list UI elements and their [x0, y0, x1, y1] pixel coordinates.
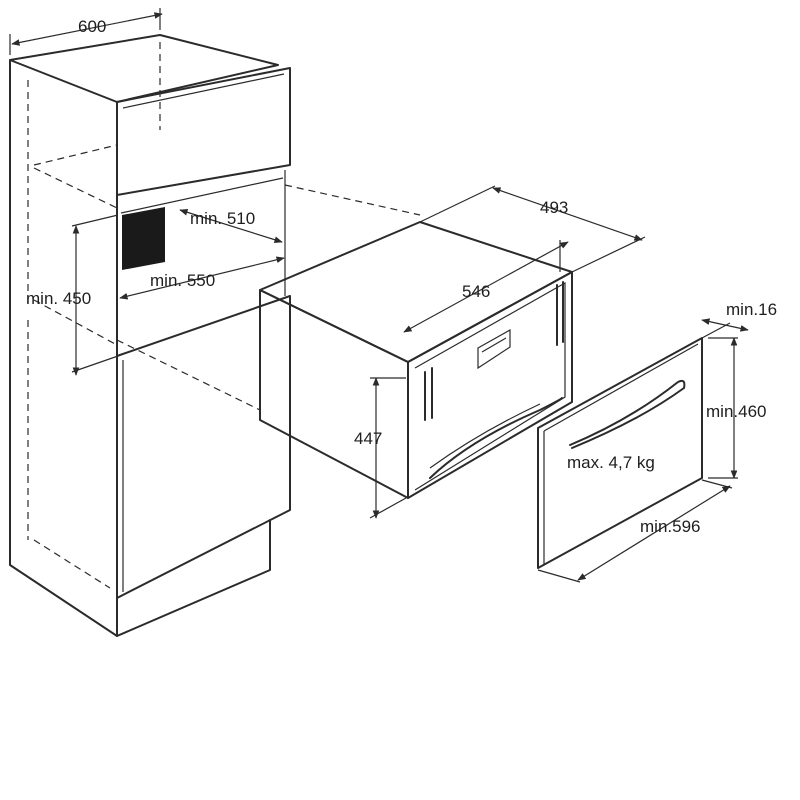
opening-depth-label: min. 510: [190, 209, 255, 228]
dimension-labels: 600 min. 510 min. 550 min. 450 493 546 4…: [26, 17, 777, 536]
door-height-label: min.460: [706, 402, 766, 421]
door-width-label: min.596: [640, 517, 700, 536]
appliance-box: [259, 221, 573, 499]
door-handle-icon: [569, 379, 686, 449]
niche-shadow: [122, 207, 165, 270]
door-weight-label: max. 4,7 kg: [567, 453, 655, 472]
cabinet-width-label: 600: [78, 17, 106, 36]
opening-width-label: min. 550: [150, 271, 215, 290]
dimension-lines: [9, 8, 749, 583]
tall-cabinet: [9, 34, 421, 637]
appliance-width-label: 546: [462, 282, 490, 301]
appliance-depth-label: 493: [540, 198, 568, 217]
door-thickness-label: min.16: [726, 300, 777, 319]
door-front-panel: [537, 337, 703, 569]
opening-height-label: min. 450: [26, 289, 91, 308]
appliance-height-label: 447: [354, 429, 382, 448]
